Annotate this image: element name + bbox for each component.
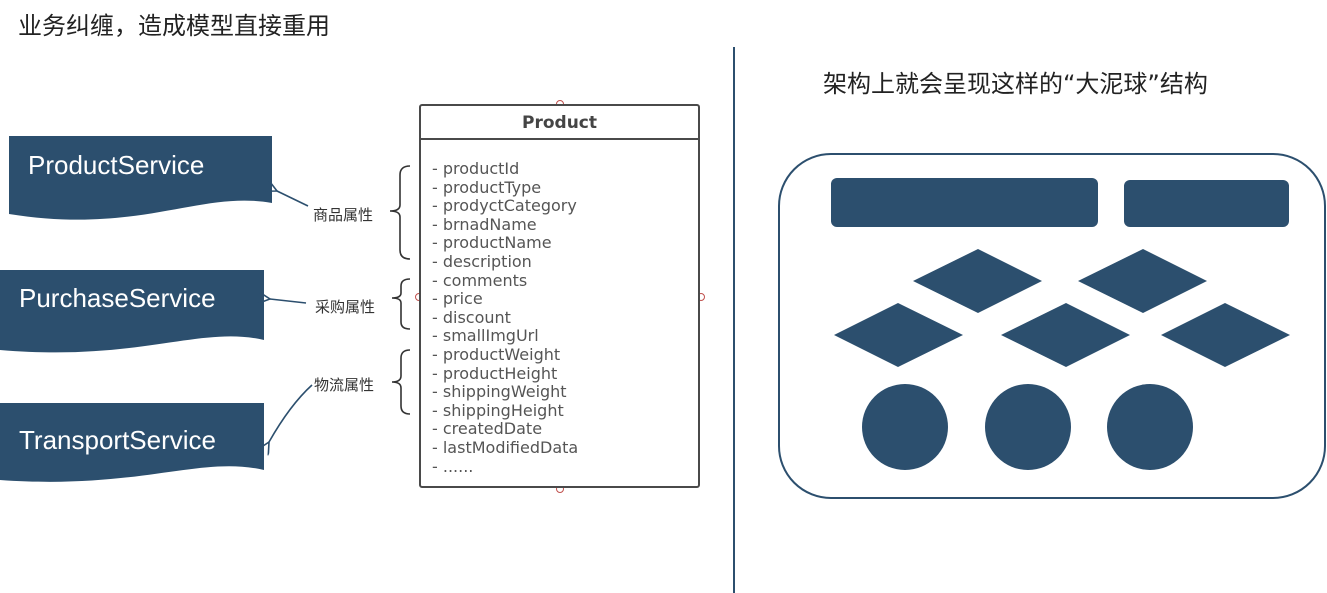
- mud-diamond-3: [834, 303, 963, 367]
- field-item: - productType: [432, 177, 542, 197]
- arrow-to-product-service: [277, 191, 309, 207]
- field-list: - productId - productType - prodyctCateg…: [421, 140, 698, 476]
- field-item: - discount: [432, 307, 511, 327]
- group-label-logistics: 物流属性: [314, 376, 375, 394]
- purchase-service-label: PurchaseService: [19, 283, 216, 313]
- mud-rect-1: [831, 178, 1098, 227]
- field-item: - lastModifiedData: [432, 437, 579, 457]
- product-service-shape: [9, 136, 272, 220]
- field-item: - price: [432, 289, 483, 309]
- transport-service-shape: [0, 403, 264, 482]
- field-item: - productId: [432, 159, 520, 178]
- mud-diamond-1: [913, 249, 1042, 313]
- group-label-product: 商品属性: [313, 206, 374, 224]
- brace-logistics-attrs: [391, 349, 411, 415]
- group-label-purchase: 采购属性: [315, 298, 376, 316]
- right-title: 架构上就会呈现这样的“大泥球”结构: [823, 70, 1208, 98]
- mud-diamond-5: [1161, 303, 1290, 367]
- field-item: - comments: [432, 270, 528, 290]
- field-item: - shippingWeight: [432, 382, 567, 402]
- left-title: 业务纠缠，造成模型直接重用: [18, 12, 330, 40]
- arrow-to-purchase-service: [270, 299, 307, 303]
- field-item: - createdDate: [432, 419, 543, 439]
- field-item: - productName: [432, 233, 552, 253]
- field-item: - smallImgUrl: [432, 326, 539, 346]
- mud-diamond-2: [1078, 249, 1207, 313]
- field-item: - description: [432, 251, 532, 271]
- vertical-divider: [733, 47, 735, 593]
- field-item: - productHeight: [432, 363, 558, 383]
- brace-product-attrs: [389, 165, 411, 260]
- product-class-box[interactable]: Product - productId - productType - prod…: [419, 104, 700, 488]
- field-item: - productWeight: [432, 344, 561, 364]
- arrow-to-transport-service: [269, 384, 313, 442]
- field-item: - brnadName: [432, 214, 537, 234]
- brace-purchase-attrs: [391, 278, 411, 330]
- mud-diamond-4: [1001, 303, 1130, 367]
- mud-circle-2: [985, 384, 1071, 470]
- mud-rect-2: [1124, 180, 1289, 227]
- purchase-service-shape: [0, 270, 264, 353]
- mud-circle-3: [1107, 384, 1193, 470]
- field-item: - prodyctCategory: [432, 196, 577, 216]
- transport-service-label: TransportService: [19, 425, 216, 455]
- class-name: Product: [421, 106, 698, 140]
- field-item: - ......: [432, 456, 474, 476]
- field-item: - shippingHeight: [432, 400, 564, 420]
- product-service-label: ProductService: [28, 150, 205, 180]
- mud-circle-1: [862, 384, 948, 470]
